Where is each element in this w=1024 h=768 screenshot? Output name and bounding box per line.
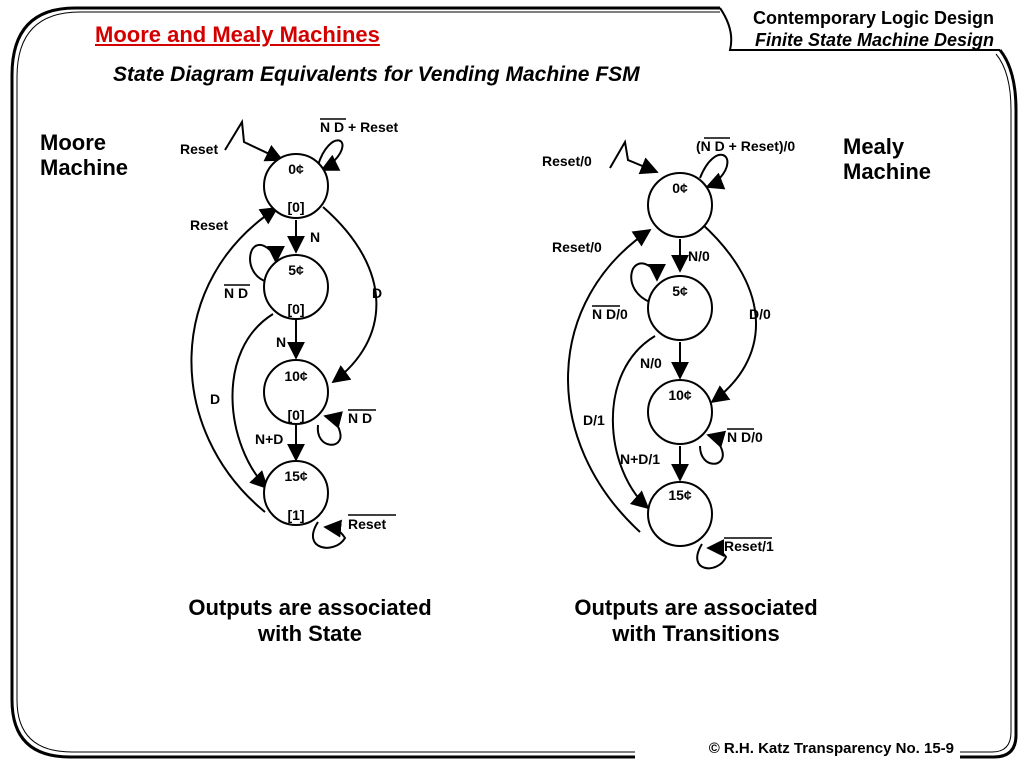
mealy-label-self0: (N D + Reset)/0: [696, 138, 795, 154]
mealy-state-5: [647, 275, 713, 341]
moore-state-5-output: [0]: [287, 301, 304, 317]
mealy-self-loop-5: [630, 262, 666, 303]
moore-self-loop-5: [249, 243, 285, 283]
mealy-state-10-value: 10¢: [668, 387, 692, 403]
moore-d-left-arrow: [231, 313, 274, 490]
mealy-state-0-value: 0¢: [672, 180, 688, 196]
mealy-heading: Mealy Machine: [843, 134, 931, 184]
moore-caption-line1: Outputs are associated: [188, 595, 432, 620]
moore-state-10-output: [0]: [287, 407, 304, 423]
mealy-heading-line2: Machine: [843, 159, 932, 184]
mealy-label-reset-side: Reset/0: [552, 239, 602, 255]
mealy-label-self5: N D/0: [592, 306, 628, 322]
mealy-state-0: [647, 172, 713, 238]
moore-state-10: [263, 359, 329, 425]
moore-heading-line2: Machine: [40, 155, 129, 180]
mealy-heading-line1: Mealy: [843, 134, 905, 159]
mealy-label-d-left: D/1: [583, 412, 605, 428]
mealy-label-nd23: N+D/1: [620, 451, 660, 467]
mealy-caption: Outputs are associated with Transitions: [536, 595, 856, 647]
mealy-caption-line1: Outputs are associated: [574, 595, 818, 620]
mealy-label-n12: N/0: [640, 355, 662, 371]
mealy-self-loop-10: [699, 430, 727, 465]
mealy-label-self10: N D/0: [727, 429, 763, 445]
moore-state-10-value: 10¢: [284, 368, 308, 384]
mealy-state-15-value: 15¢: [668, 487, 692, 503]
moore-self-loop-0: [317, 139, 344, 171]
moore-label-self10: N D: [348, 410, 372, 426]
mealy-state-10: [647, 379, 713, 445]
mealy-self-loop-15: [696, 539, 728, 570]
moore-state-0-value: 0¢: [288, 161, 304, 177]
footer-credit: © R.H. Katz Transparency No. 15-9: [708, 740, 954, 757]
moore-label-self0: N D + Reset: [320, 119, 399, 135]
mealy-d-left-arrow: [611, 335, 656, 510]
slide-subtitle: State Diagram Equivalents for Vending Ma…: [113, 63, 640, 86]
mealy-self-loop-0: [699, 153, 729, 190]
mealy-label-self15: Reset/1: [724, 538, 774, 554]
moore-state-15-value: 15¢: [284, 468, 308, 484]
moore-state-15: [263, 460, 329, 526]
moore-heading: Moore Machine: [40, 130, 128, 180]
mealy-d-right-arrow: [700, 222, 757, 404]
mealy-label-n01: N/0: [688, 248, 710, 264]
moore-label-nd23: N+D: [255, 431, 283, 447]
moore-state-0-output: [0]: [287, 199, 304, 215]
moore-label-d-right: D: [372, 285, 382, 301]
moore-label-d-left: D: [210, 391, 220, 407]
moore-label-n01: N: [310, 229, 320, 245]
mealy-reset-return-arrow: [567, 229, 652, 533]
moore-label-reset-top: Reset: [180, 141, 218, 157]
moore-state-5-value: 5¢: [288, 262, 304, 278]
moore-reset-return-arrow: [190, 207, 279, 513]
moore-self-loop-10: [316, 411, 343, 446]
mealy-state-5-value: 5¢: [672, 283, 688, 299]
moore-d-right-arrow: [322, 206, 378, 384]
header-topic: Finite State Machine Design: [754, 30, 994, 50]
moore-heading-line1: Moore: [40, 130, 106, 155]
moore-label-self15: Reset: [348, 516, 386, 532]
slide-title: Moore and Mealy Machines: [95, 22, 380, 47]
moore-caption: Outputs are associated with State: [150, 595, 470, 647]
moore-state-0: [263, 153, 329, 219]
mealy-reset-arrow: [609, 139, 659, 175]
moore-label-n12: N: [276, 334, 286, 350]
moore-self-loop-15: [311, 519, 347, 549]
mealy-caption-line2: with Transitions: [612, 621, 780, 646]
moore-label-self5: N D: [224, 285, 248, 301]
mealy-state-15: [647, 481, 713, 547]
header-course: Contemporary Logic Design: [752, 8, 994, 28]
mealy-label-d-right: D/0: [749, 306, 771, 322]
moore-label-reset-side: Reset: [190, 217, 228, 233]
moore-state-5: [263, 254, 329, 320]
mealy-label-reset-top: Reset/0: [542, 153, 592, 169]
moore-caption-line2: with State: [258, 621, 362, 646]
moore-reset-arrow: [224, 118, 284, 162]
moore-state-15-output: [1]: [287, 507, 304, 523]
